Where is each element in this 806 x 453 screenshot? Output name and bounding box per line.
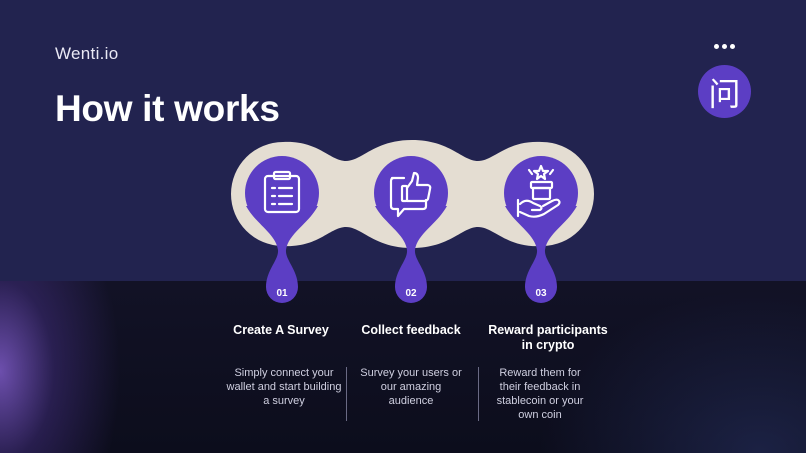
step-2-number: 02 (405, 288, 417, 299)
divider (478, 367, 479, 421)
steps-panel (0, 281, 806, 453)
step-1-description: Simply connect your wallet and start bui… (226, 367, 342, 407)
step-3-description: Reward them for their feedback in stable… (496, 367, 584, 421)
divider (346, 367, 347, 421)
step-1-marker (245, 156, 319, 303)
step-3-marker (504, 156, 578, 303)
brand-name: Wenti.io (55, 44, 119, 63)
page-title: How it works (55, 88, 280, 129)
thumbs-up-feedback-icon (389, 171, 432, 218)
step-2-description: Survey your users or our amazing audienc… (360, 367, 462, 407)
hand-reward-icon (516, 164, 561, 218)
step-3-number: 03 (535, 288, 547, 299)
clipboard-checklist-icon (263, 170, 301, 214)
logo-icon: 问 (698, 65, 751, 118)
step-1-title: Create A Survey (233, 323, 329, 337)
step-3-title: Reward participants in crypto (488, 323, 608, 352)
step-1-number: 01 (276, 288, 288, 299)
step-2-marker (374, 156, 448, 303)
step-2-title: Collect feedback (361, 323, 461, 337)
more-dots-icon[interactable] (714, 44, 735, 49)
